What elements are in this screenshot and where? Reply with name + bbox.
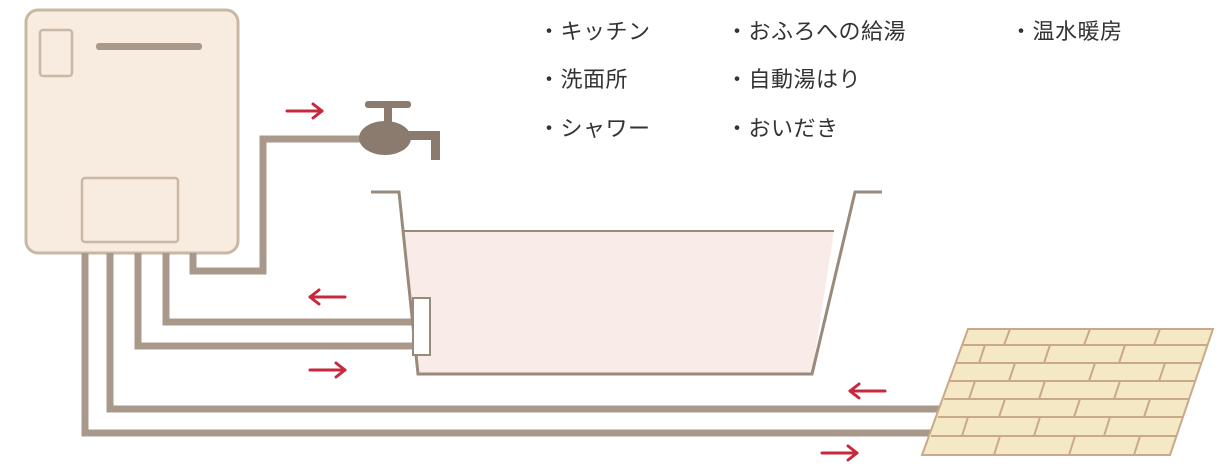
pipe-faucet-supply	[189, 135, 370, 275]
arrow-right-icon	[285, 102, 324, 120]
faucet-icon	[359, 101, 440, 160]
feature-washroom: ・洗面所	[538, 68, 629, 93]
heater-body	[24, 8, 240, 255]
pipe-floor-return	[106, 253, 948, 413]
feature-auto-bath-fill: ・自動湯はり	[726, 68, 862, 93]
heater-lower-panel	[80, 176, 180, 244]
floor-heating-panel	[920, 328, 1215, 456]
pipes	[81, 135, 948, 437]
flow-arrows	[285, 102, 887, 462]
feature-shower: ・シャワー	[538, 117, 651, 142]
bathtub	[371, 190, 882, 376]
feature-reheating: ・おいだき	[726, 117, 839, 142]
arrow-right-icon	[308, 361, 347, 379]
arrow-left-icon	[308, 288, 347, 306]
pipe-bath-supply	[134, 253, 412, 350]
heater-small-panel	[38, 28, 74, 78]
feature-hot-water-heating: ・温水暖房	[1010, 20, 1123, 45]
pipe-bath-return	[162, 253, 412, 326]
heater-top-bar	[96, 43, 202, 50]
arrow-right-icon	[820, 444, 859, 462]
feature-bath-hot-water: ・おふろへの給湯	[726, 20, 907, 45]
bath-adapter	[412, 297, 431, 356]
pipe-floor-supply	[81, 253, 938, 437]
bathtub-outline	[371, 190, 882, 376]
water-heater-unit	[24, 8, 240, 255]
feature-kitchen: ・キッチン	[538, 20, 651, 45]
bath-water	[402, 231, 834, 373]
arrow-left-icon	[848, 382, 887, 400]
